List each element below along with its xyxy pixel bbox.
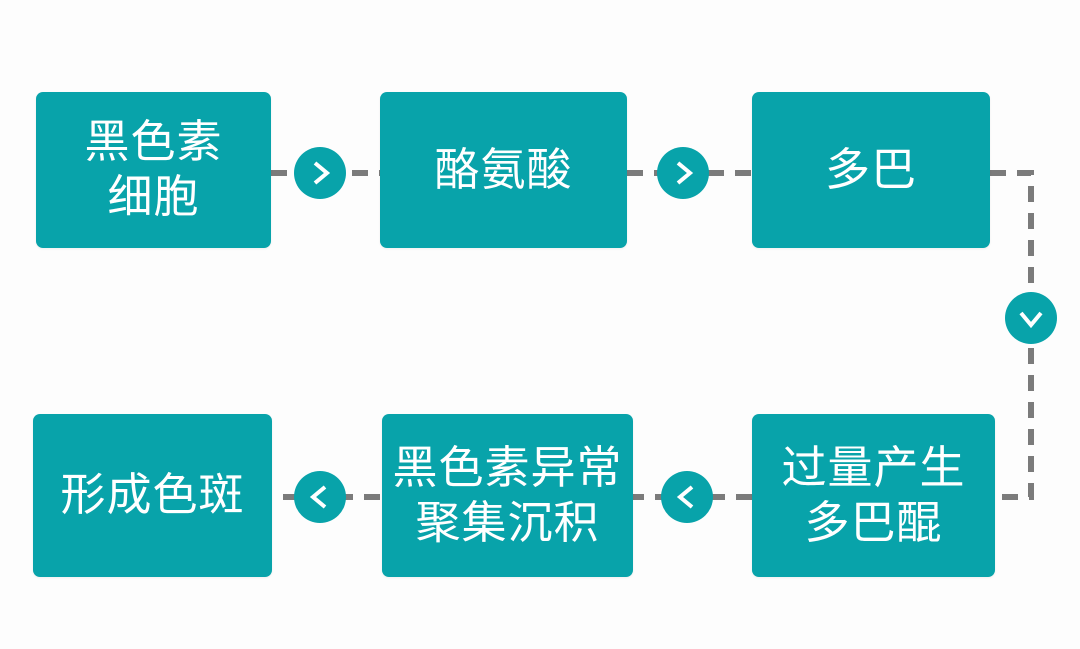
- node-tyrosine-label: 酪氨酸: [434, 142, 573, 196]
- node-melanocyte: 黑色素 细胞: [36, 92, 271, 248]
- node-melanocyte-label: 黑色素 细胞: [84, 115, 223, 223]
- node-abnormal-melanin-deposition-label: 黑色素异常 聚集沉积: [392, 440, 623, 549]
- node-dopaquinone-overproduction: 过量产生 多巴醌: [752, 414, 995, 577]
- node-dopa-label: 多巴: [824, 142, 917, 196]
- arrow-right-icon: [657, 147, 709, 199]
- node-pigment-spots-form-label: 形成色斑: [60, 468, 245, 522]
- node-dopaquinone-overproduction-label: 过量产生 多巴醌: [781, 440, 966, 549]
- arrow-left-icon: [294, 471, 346, 523]
- arrow-left-icon: [661, 471, 713, 523]
- node-abnormal-melanin-deposition: 黑色素异常 聚集沉积: [382, 414, 633, 577]
- arrow-down-icon: [1005, 292, 1057, 344]
- node-tyrosine: 酪氨酸: [380, 92, 627, 248]
- node-pigment-spots-form: 形成色斑: [33, 414, 272, 577]
- node-dopa: 多巴: [752, 92, 990, 248]
- arrow-right-icon: [294, 147, 346, 199]
